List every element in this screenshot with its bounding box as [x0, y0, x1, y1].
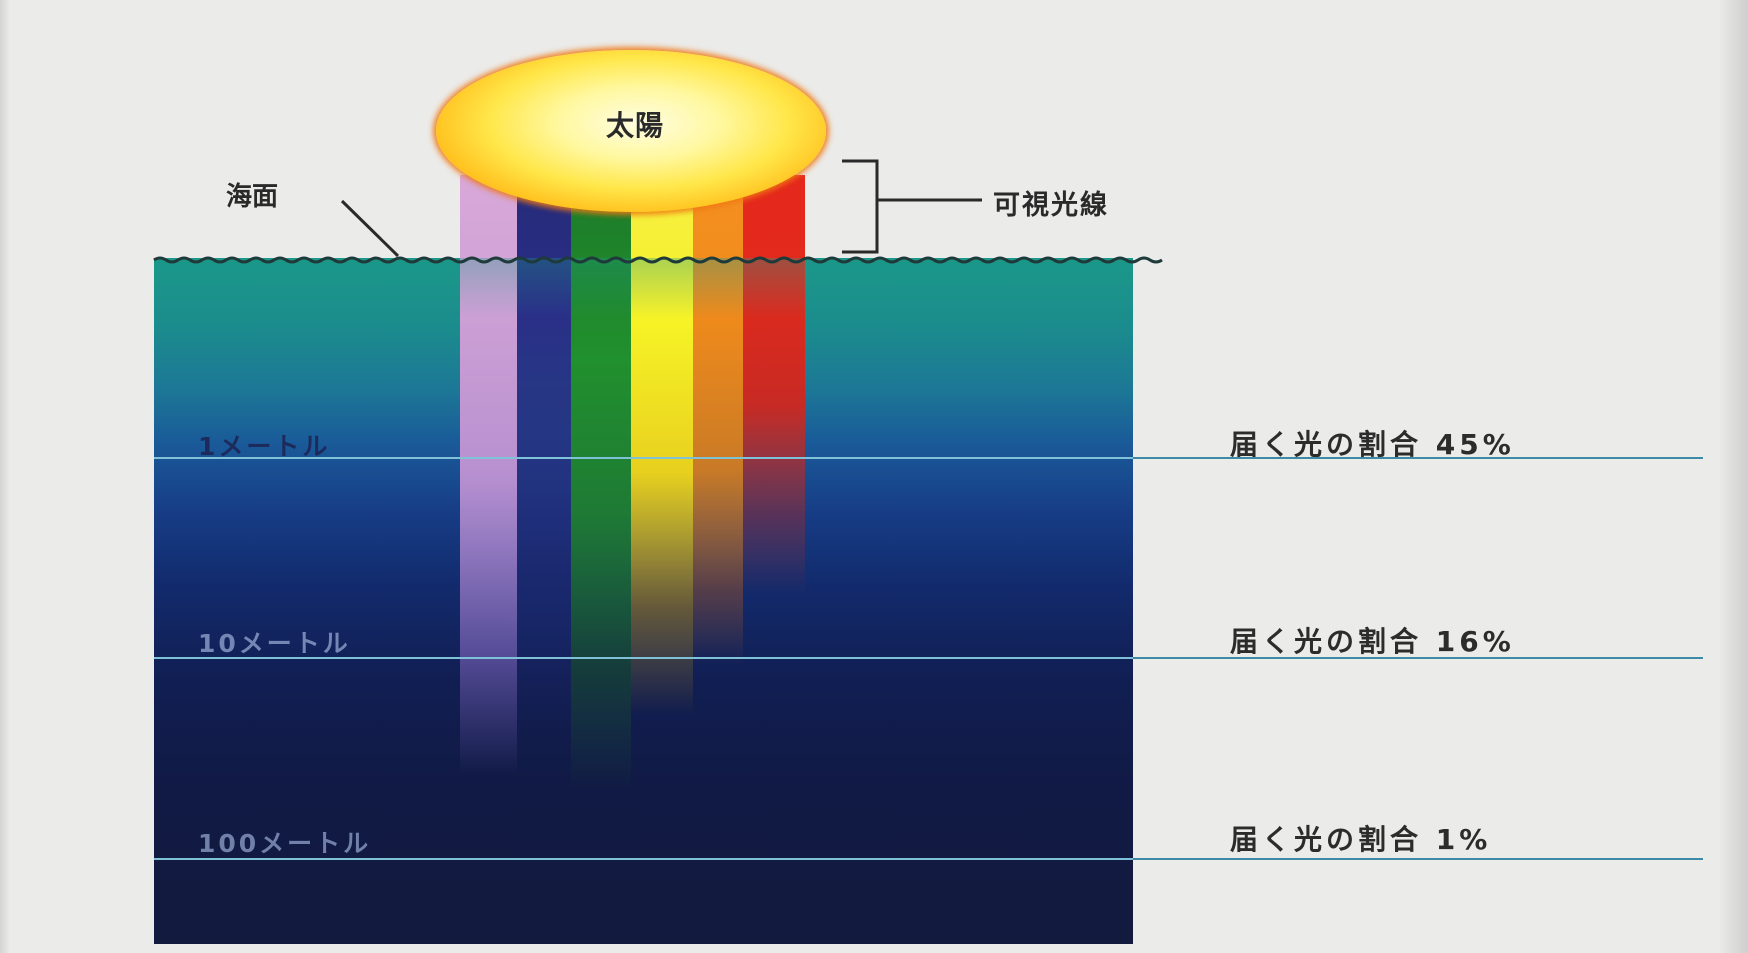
right-border	[1720, 0, 1748, 953]
green-light-ray	[571, 175, 631, 790]
yellow-light-ray	[631, 175, 693, 715]
visible-light-bracket	[842, 159, 982, 254]
depth-guide-100m	[1133, 858, 1703, 860]
sea-surface-pointer	[340, 199, 400, 258]
depth-line-100m	[154, 858, 1133, 860]
violet-light-ray	[460, 175, 517, 775]
sea-surface-wave	[153, 256, 1163, 264]
sun	[436, 50, 826, 212]
depth-line-1m	[154, 457, 1133, 459]
depth-guide-1m	[1133, 457, 1703, 459]
surface-water-veil	[460, 258, 805, 318]
light-ratio-label-100m: 届く光の割合 1%	[1230, 823, 1492, 856]
indigo-light-ray	[517, 175, 571, 735]
depth-line-10m	[154, 657, 1133, 659]
light-ratio-label-1m: 届く光の割合 45%	[1230, 428, 1515, 461]
left-border	[0, 0, 10, 953]
depth-guide-10m	[1133, 657, 1703, 659]
depth-label-100m: 100メートル	[198, 829, 372, 858]
depth-label-1m: 1メートル	[198, 432, 331, 461]
depth-label-10m: 10メートル	[198, 629, 351, 658]
visible-light-label: 可視光線	[993, 190, 1109, 221]
red-light-ray	[743, 175, 805, 595]
sea-surface-label: 海面	[226, 182, 279, 212]
sun-label: 太陽	[605, 109, 664, 142]
light-ratio-label-10m: 届く光の割合 16%	[1230, 625, 1515, 658]
